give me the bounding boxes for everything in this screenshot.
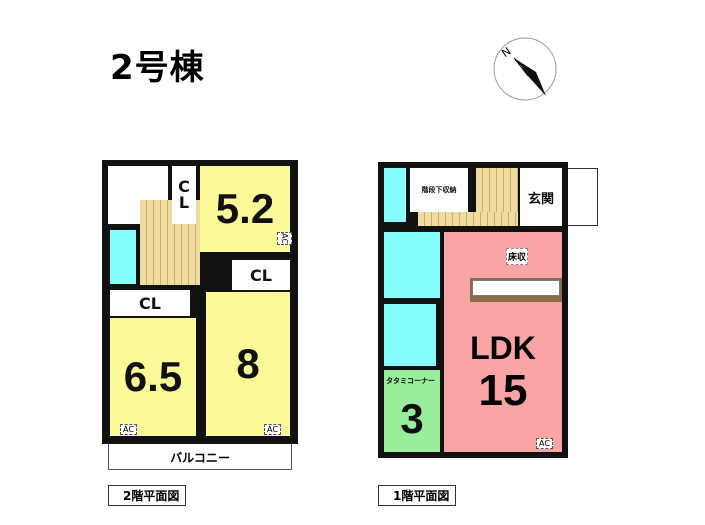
balcony-label: バルコニー [170, 451, 230, 465]
stairs-1f [476, 168, 518, 212]
balcony: バルコニー [108, 442, 292, 470]
closet-left: CL [110, 290, 190, 316]
toilet-1f [384, 168, 406, 222]
ac-label: AC [120, 424, 137, 435]
closet-vertical: C L [172, 166, 196, 224]
understair-storage: 階段下収納 [410, 168, 468, 212]
toilet-2f [110, 230, 136, 284]
floor-storage: 床収 [506, 248, 529, 265]
room-8: 8 [206, 292, 290, 436]
compass-icon: N [493, 37, 557, 101]
porch [566, 168, 598, 226]
floor1-caption: 1階平面図 [378, 485, 457, 506]
tatami-label: タタミコーナー [386, 377, 435, 385]
building-title: 2号棟 [110, 48, 205, 88]
room-5.2: 5.2 [200, 166, 290, 252]
washroom [384, 232, 440, 298]
tatami-corner: タタミコーナー 3 [384, 370, 440, 452]
entrance: 玄関 [520, 168, 562, 226]
floor2-caption: 2階平面図 [108, 485, 187, 506]
ac-label: AC [536, 438, 553, 449]
room-6.5: 6.5 [110, 318, 196, 436]
bathroom [384, 304, 436, 366]
sink-stove [472, 280, 560, 296]
ac-label: AC [277, 232, 292, 245]
hall [418, 212, 518, 226]
kitchen-counter [470, 278, 562, 302]
closet-upper-right: CL [232, 260, 290, 290]
ldk-label: LDK [470, 330, 536, 366]
ac-label: AC [264, 424, 281, 435]
tatami-size: 3 [400, 395, 424, 442]
ldk: 床収 LDK 15 AC [444, 232, 562, 452]
ldk-size: 15 [478, 366, 528, 415]
